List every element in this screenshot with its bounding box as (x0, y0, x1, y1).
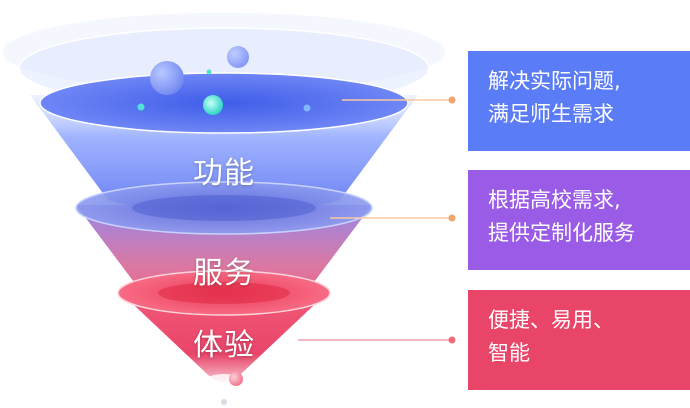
card-experience: 便捷、易用、 智能 (468, 290, 690, 390)
card-experience-line-1: 便捷、易用、 (488, 308, 614, 332)
tip-dot (221, 399, 227, 405)
card-experience-line-2: 智能 (488, 341, 530, 365)
funnel-bottom-disc-inner (158, 282, 290, 304)
connector-dot-1 (448, 96, 456, 104)
connector-3 (298, 336, 456, 344)
bubble-large (150, 61, 184, 95)
card-function-line-2: 满足师生需求 (488, 102, 614, 126)
bubble-cyan-tiny (206, 69, 212, 75)
tip-bubble (229, 372, 243, 386)
bubble-cyan-small (137, 103, 145, 111)
funnel-bottom-body (118, 290, 330, 382)
card-function: 解决实际问题, 满足师生需求 (468, 51, 690, 151)
connector-2 (330, 214, 456, 222)
card-service: 根据高校需求, 提供定制化服务 (468, 170, 690, 270)
bubble-blue-small (303, 104, 311, 112)
card-service-line-1: 根据高校需求, (488, 188, 621, 212)
connector-1 (342, 96, 456, 104)
card-service-line-2: 提供定制化服务 (488, 221, 635, 245)
tier-label-function: 功能 (193, 156, 255, 191)
connector-dot-3 (448, 336, 456, 344)
card-function-line-1: 解决实际问题, (488, 69, 621, 93)
funnel-middle-disc-inner (132, 195, 316, 221)
bubble-cyan-large (203, 95, 223, 115)
tier-label-experience: 体验 (193, 328, 255, 363)
bubble-medium (227, 46, 249, 68)
funnel-top-disc (39, 72, 409, 134)
tier-label-service: 服务 (193, 256, 255, 291)
connector-dot-2 (448, 214, 456, 222)
